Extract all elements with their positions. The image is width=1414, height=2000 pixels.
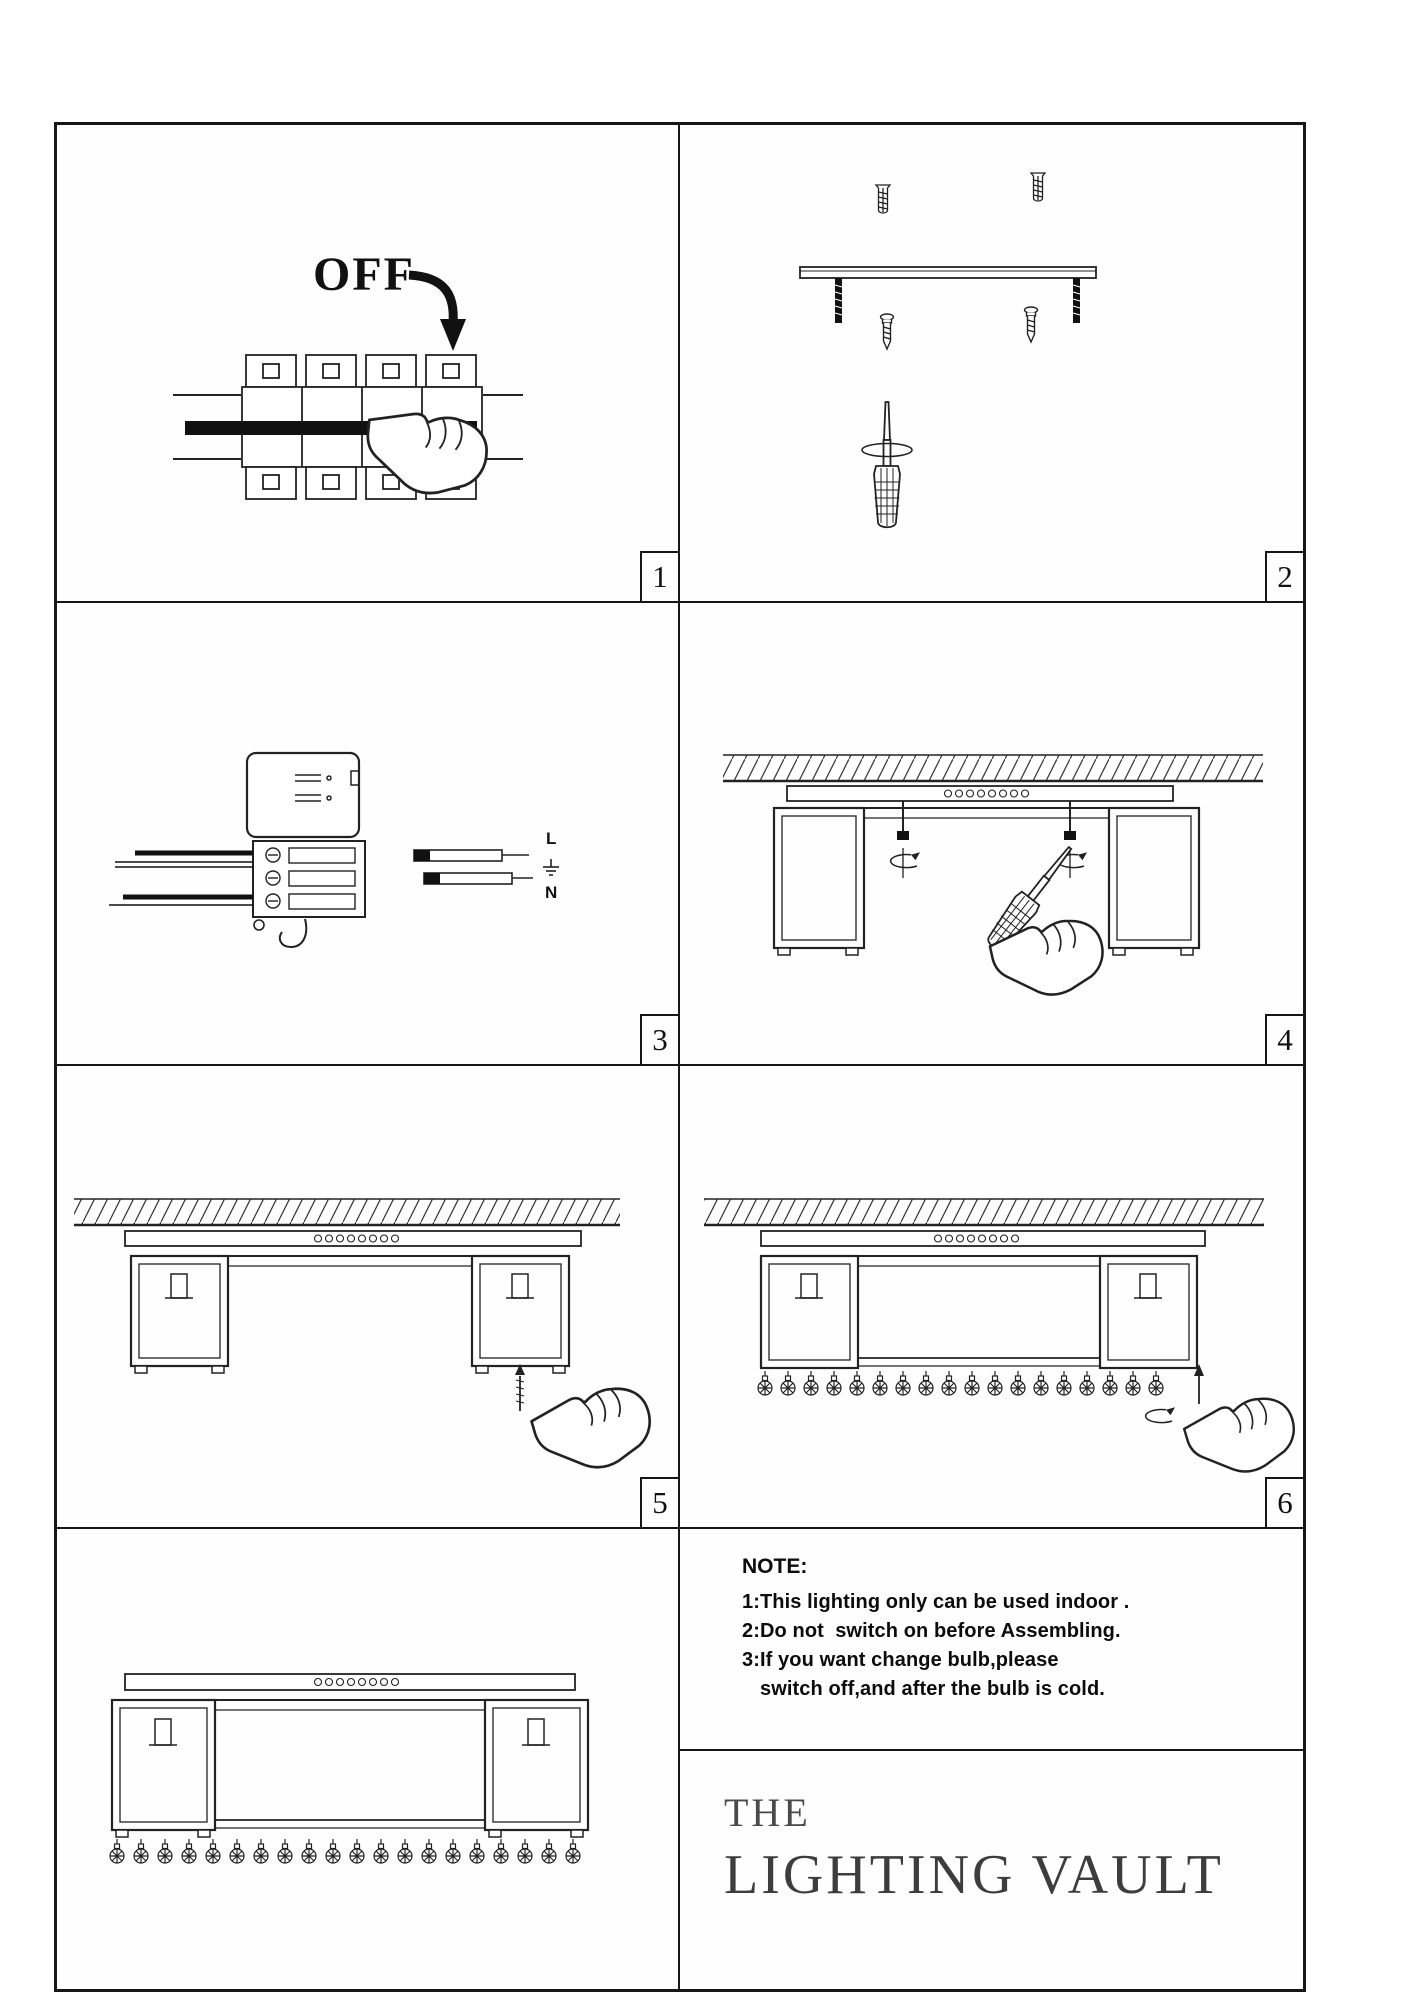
up-arrow-icon	[1194, 1364, 1204, 1404]
ceiling-mounting-illustration	[723, 754, 1263, 1012]
rotation-arrow-icon	[889, 851, 921, 869]
step-number-5: 5	[640, 1477, 678, 1527]
step-number-text: 6	[1277, 1485, 1293, 1520]
curved-arrow-icon	[408, 270, 458, 324]
note-line-3: 3:If you want change bulb,please	[742, 1649, 1059, 1671]
step-number-text: 3	[652, 1022, 668, 1057]
fixture-base-icon	[772, 785, 1201, 956]
step-3-panel: L N 3	[57, 603, 680, 1066]
step-number-6: 6	[1265, 1477, 1303, 1527]
note-line-4: switch off,and after the bulb is cold.	[760, 1678, 1105, 1700]
terminal-block-icon	[252, 840, 366, 918]
ceiling-icon	[74, 1198, 620, 1227]
step-2-panel: 2	[680, 125, 1303, 603]
note-title: NOTE:	[742, 1555, 808, 1578]
brand-name-line-2: LIGHTING VAULT	[724, 1844, 1224, 1906]
wall-anchor-icon	[875, 184, 891, 214]
finished-fixture-panel	[57, 1529, 680, 1989]
fixture-frame-icon	[124, 1230, 582, 1374]
step-number-3: 3	[640, 1014, 678, 1064]
off-label: OFF	[313, 248, 415, 301]
screwdriver-icon	[861, 401, 913, 529]
junction-box-icon	[245, 751, 361, 839]
wall-anchor-icon	[1030, 172, 1046, 202]
bulb-installation-illustration	[704, 1198, 1303, 1491]
arrowhead-icon	[440, 319, 466, 351]
live-wire-label: L	[546, 829, 557, 848]
up-arrow-icon	[515, 1364, 525, 1375]
hand-icon	[526, 1372, 664, 1489]
finished-fixture-illustration	[109, 1673, 590, 1864]
fixture-frame-icon	[759, 1230, 1206, 1370]
strain-relief-hook-icon	[253, 918, 308, 949]
crystal-bulb-row	[757, 1370, 1164, 1396]
mounting-bracket-icon	[799, 266, 1097, 323]
connector-plates-icon	[413, 849, 533, 885]
ceiling-icon	[723, 754, 1263, 783]
note-section: NOTE: 1:This lighting only can be used i…	[680, 1529, 1303, 1751]
step-1-panel: OFF 1	[57, 125, 680, 603]
crystal-bulb-row	[109, 1838, 581, 1864]
screw-icon	[1023, 306, 1039, 343]
step-5-panel: 5	[57, 1066, 680, 1529]
threaded-rod-icon	[515, 1364, 525, 1411]
mounting-bolts-icon	[889, 801, 1088, 878]
ceiling-icon	[704, 1198, 1264, 1227]
end-cap-attachment-illustration	[74, 1198, 664, 1489]
supply-wires-icon	[109, 850, 253, 906]
step-number-2: 2	[1265, 551, 1303, 601]
step-number-text: 5	[652, 1485, 668, 1520]
fixture-frame-icon	[110, 1673, 590, 1838]
step-number-text: 1	[652, 559, 668, 594]
power-off-illustration	[173, 270, 523, 500]
page-border-frame: OFF 1 2	[54, 122, 1306, 1992]
neutral-wire-label: N	[545, 883, 558, 902]
step-number-text: 4	[1277, 1022, 1293, 1057]
note-line-1: 1:This lighting only can be used indoor …	[742, 1591, 1130, 1613]
step-number-4: 4	[1265, 1014, 1303, 1064]
brand-name-line-1: THE	[724, 1790, 811, 1835]
brand-section: THE LIGHTING VAULT	[680, 1751, 1303, 1989]
step-number-1: 1	[640, 551, 678, 601]
earth-ground-icon	[543, 859, 559, 876]
step-6-panel: 6	[680, 1066, 1303, 1529]
mounting-hardware-illustration	[799, 172, 1097, 529]
rotation-arrow-icon	[1144, 1406, 1176, 1424]
step-number-text: 2	[1277, 559, 1293, 594]
step-4-panel: 4	[680, 603, 1303, 1066]
circuit-breaker-icon	[173, 354, 523, 500]
note-line-2: 2:Do not switch on before Assembling.	[742, 1620, 1121, 1642]
wiring-illustration	[109, 751, 559, 949]
screw-icon	[879, 313, 895, 350]
notes-and-brand-panel: NOTE: 1:This lighting only can be used i…	[680, 1529, 1303, 1989]
